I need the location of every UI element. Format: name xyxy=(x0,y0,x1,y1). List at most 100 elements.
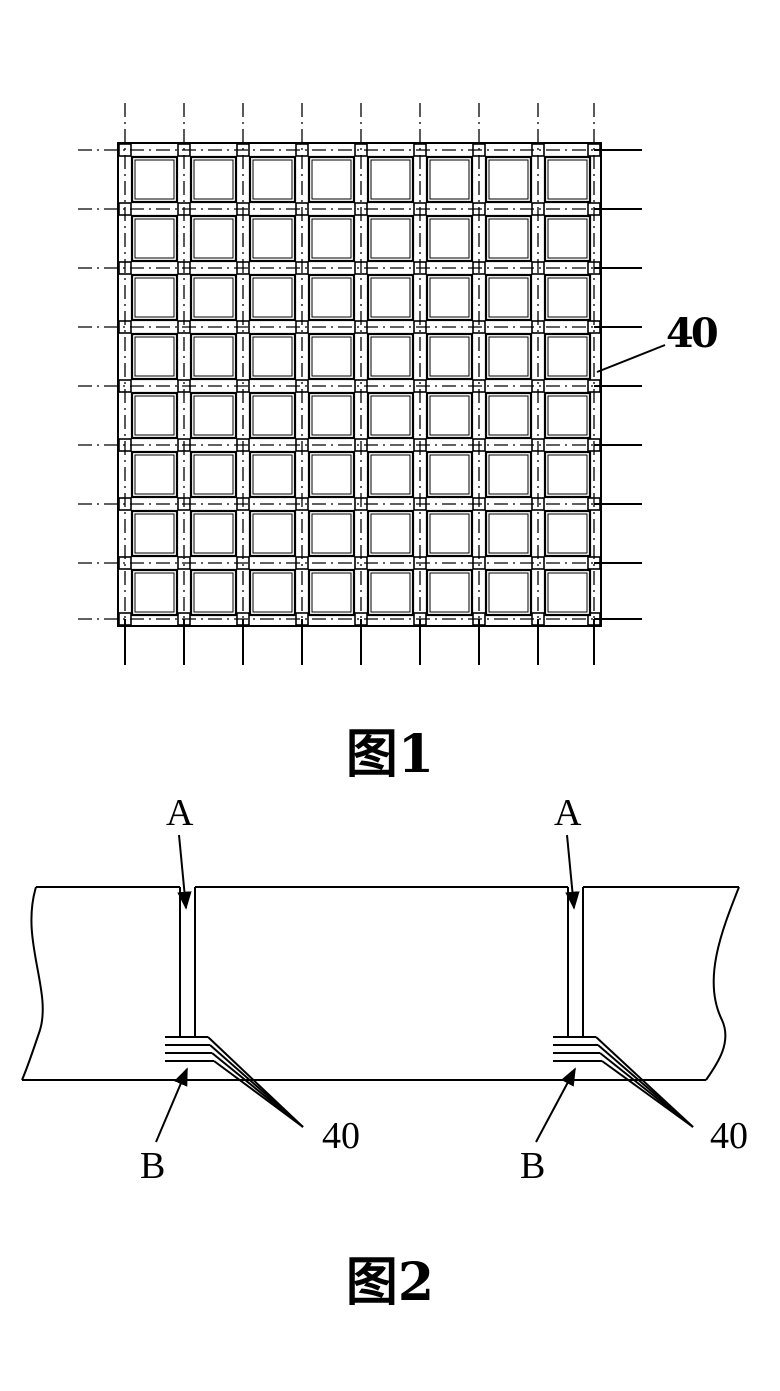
grid-cell-outer xyxy=(189,332,238,381)
grid-cell-outer xyxy=(366,509,415,558)
grid-cell-inner xyxy=(488,513,529,554)
joint-left-arrow-b xyxy=(155,1067,188,1143)
grid-cell-inner xyxy=(488,159,529,200)
grid-cell-inner xyxy=(311,395,352,436)
grid-cell-inner xyxy=(311,159,352,200)
grid-cell-outer xyxy=(484,214,533,263)
grid-cell-inner xyxy=(252,159,293,200)
column-node xyxy=(295,556,309,570)
column-node xyxy=(118,612,132,626)
column-node xyxy=(472,438,486,452)
grid-cell-inner xyxy=(134,159,175,200)
figure-2-section-drawing: A B 40 A B 40 xyxy=(21,792,748,1187)
column-node xyxy=(354,143,368,157)
joint-right-label-40: 40 xyxy=(710,1115,748,1157)
grid-cell-inner xyxy=(370,395,411,436)
column-node xyxy=(354,497,368,511)
column-node xyxy=(413,612,427,626)
grid-cell-inner xyxy=(134,218,175,259)
grid-cell-inner xyxy=(134,277,175,318)
grid-cell-outer xyxy=(425,568,474,617)
slab-right-break-line xyxy=(705,886,740,1081)
joint-right-label-a: A xyxy=(554,792,582,834)
column-node xyxy=(118,556,132,570)
grid-cell-inner xyxy=(193,277,234,318)
column-node xyxy=(413,438,427,452)
grid-cell-inner xyxy=(252,277,293,318)
slab-left-break-line xyxy=(21,886,44,1081)
column-node xyxy=(118,320,132,334)
grid-cell-outer xyxy=(366,391,415,440)
column-node xyxy=(118,497,132,511)
column-node xyxy=(413,320,427,334)
grid-cell-outer xyxy=(543,214,592,263)
grid-cell-inner xyxy=(252,513,293,554)
grid-cell-inner xyxy=(370,218,411,259)
grid-cell-outer xyxy=(130,450,179,499)
grid-cell-inner xyxy=(193,395,234,436)
grid-cell-outer xyxy=(130,214,179,263)
grid-cell-inner xyxy=(488,454,529,495)
grid-cell-inner xyxy=(252,395,293,436)
grid-cell-inner xyxy=(429,159,470,200)
grid-cell-outer xyxy=(248,155,297,204)
grid-cell-inner xyxy=(429,572,470,613)
column-node xyxy=(295,261,309,275)
grid-cell-inner xyxy=(252,454,293,495)
grid-cell-outer xyxy=(484,509,533,558)
column-node xyxy=(531,497,545,511)
grid-cell-inner xyxy=(134,336,175,377)
grid-cell-inner xyxy=(252,218,293,259)
grid-cell-outer xyxy=(189,450,238,499)
joint-left-label-40: 40 xyxy=(322,1115,360,1157)
grid-cell-outer xyxy=(189,273,238,322)
grid-cell-inner xyxy=(311,454,352,495)
column-node xyxy=(587,612,601,626)
column-node xyxy=(295,202,309,216)
grid-cell-inner xyxy=(547,572,588,613)
grid-cell-outer xyxy=(425,391,474,440)
column-node xyxy=(354,438,368,452)
grid-cell-outer xyxy=(543,391,592,440)
column-node xyxy=(472,379,486,393)
column-node xyxy=(354,379,368,393)
grid-cell-outer xyxy=(307,155,356,204)
column-node xyxy=(472,556,486,570)
grid-cell-outer xyxy=(307,332,356,381)
grid-cell-outer xyxy=(248,450,297,499)
grid-cell-inner xyxy=(252,336,293,377)
joint-right xyxy=(535,834,694,1143)
slab-outline xyxy=(21,886,740,1081)
figure-1-grid-drawing: 40 xyxy=(78,103,720,665)
grid-cell-inner xyxy=(311,218,352,259)
grid-cell-outer xyxy=(248,568,297,617)
column-node xyxy=(472,497,486,511)
grid-cell-outer xyxy=(307,273,356,322)
column-node xyxy=(413,202,427,216)
joint-right-leader-40-4 xyxy=(601,1060,694,1128)
grid-cell-outer xyxy=(425,332,474,381)
column-node xyxy=(531,261,545,275)
column-node xyxy=(413,497,427,511)
grid-cell-inner xyxy=(193,572,234,613)
grid-cell-inner xyxy=(547,513,588,554)
column-node xyxy=(177,143,191,157)
grid-cell-inner xyxy=(488,336,529,377)
column-node xyxy=(177,556,191,570)
figure-1-caption: 图1 xyxy=(345,724,435,785)
column-node xyxy=(587,143,601,157)
grid-cell-outer xyxy=(189,155,238,204)
grid-cell-outer xyxy=(130,568,179,617)
joint-left-label-b: B xyxy=(140,1145,165,1187)
grid-cell-outer xyxy=(189,214,238,263)
column-node xyxy=(236,202,250,216)
grid-cell-outer xyxy=(425,155,474,204)
grid-cell-outer xyxy=(425,273,474,322)
grid-cell-outer xyxy=(484,332,533,381)
grid-cell-outer xyxy=(307,391,356,440)
grid-cell-inner xyxy=(193,454,234,495)
column-node xyxy=(118,438,132,452)
callout-leader-line-40 xyxy=(596,344,666,373)
column-node xyxy=(236,556,250,570)
joint-left-label-a: A xyxy=(166,792,194,834)
